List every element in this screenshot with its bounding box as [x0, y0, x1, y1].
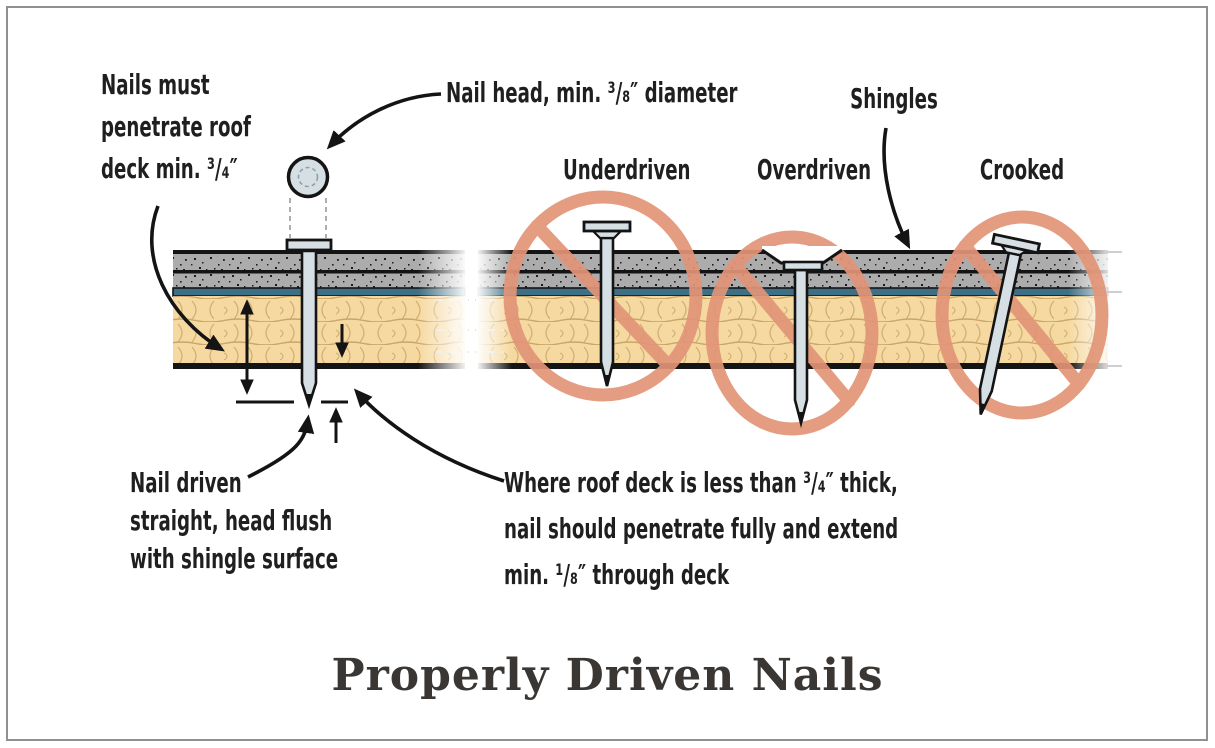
shingles-arrow [882, 127, 911, 250]
where-roof-arrow [353, 388, 505, 483]
no-symbol-icon [705, 230, 879, 436]
overdriven-nail [761, 246, 843, 429]
extension-dimension [329, 324, 349, 443]
shingles-label: Shingles [850, 82, 938, 115]
nails-must-label: Nails must penetrate roof deck min. ³/₄″ [101, 68, 251, 185]
underdriven-nail [582, 220, 632, 387]
overdriven-label: Overdriven [757, 153, 872, 186]
outer-border [6, 6, 1208, 741]
edge-stubs [1104, 251, 1122, 367]
crooked-label: Crooked [979, 153, 1065, 186]
nail-driven-arrow [247, 414, 315, 479]
proper-nail [285, 238, 333, 410]
nail-head-arrow [326, 92, 442, 150]
nails-must-arrow [149, 205, 225, 352]
nail-head-label: Nail head, min. ³/₈″ diameter [446, 76, 738, 109]
nail-head-top-view [286, 155, 330, 238]
nail-driven-label: Nail driven straight, head flush with sh… [130, 466, 339, 575]
left-cross-section [172, 250, 466, 369]
crooked-nail [978, 232, 1042, 416]
diagram-title: Properly Driven Nails [331, 650, 884, 701]
underdriven-label: Underdriven [563, 153, 691, 186]
left-section-fade [418, 246, 468, 374]
where-roof-label: Where roof deck is less than ³/₄″ thick,… [504, 466, 899, 591]
penetration-dimension [236, 299, 348, 404]
no-symbol-icon [935, 210, 1109, 420]
